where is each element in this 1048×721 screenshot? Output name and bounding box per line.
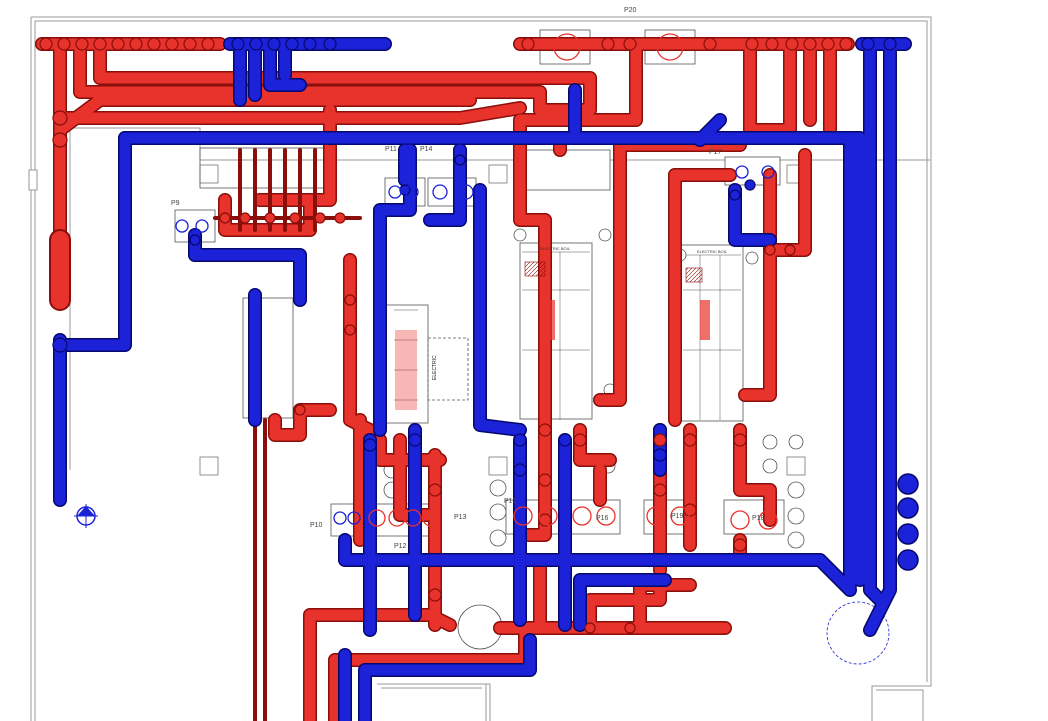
cold-valves [52,37,897,477]
pump-sets [175,33,778,530]
component-labels: P20 P9 P10 P11 P12 P13 P14 P15 P16 P17 P… [171,7,765,550]
label-p17: P17 [709,149,722,156]
cold-water-piping [53,37,912,721]
unit-center-label: ELECTRIC [432,355,438,380]
boiler-left-header: ELECTRIC BOIL [540,246,571,251]
label-p11: P11 [385,146,397,153]
label-p12: P12 [394,543,407,550]
label-p10: P10 [310,522,323,529]
hot-valves [39,37,853,634]
boiler-right-header: ELECTRIC BOIL [697,249,728,254]
level-marker-icon [74,504,98,528]
label-p9: P9 [171,200,180,207]
label-p13: P13 [454,514,467,521]
boiler-details [395,261,710,410]
label-p18: P18 [752,515,765,522]
label-p19: P19 [671,513,684,520]
label-p20: P20 [624,7,637,14]
label-p14: P14 [420,146,433,153]
label-p16: P16 [596,515,609,522]
label-p15: P15 [504,498,517,505]
expansion-vessels [897,473,919,571]
